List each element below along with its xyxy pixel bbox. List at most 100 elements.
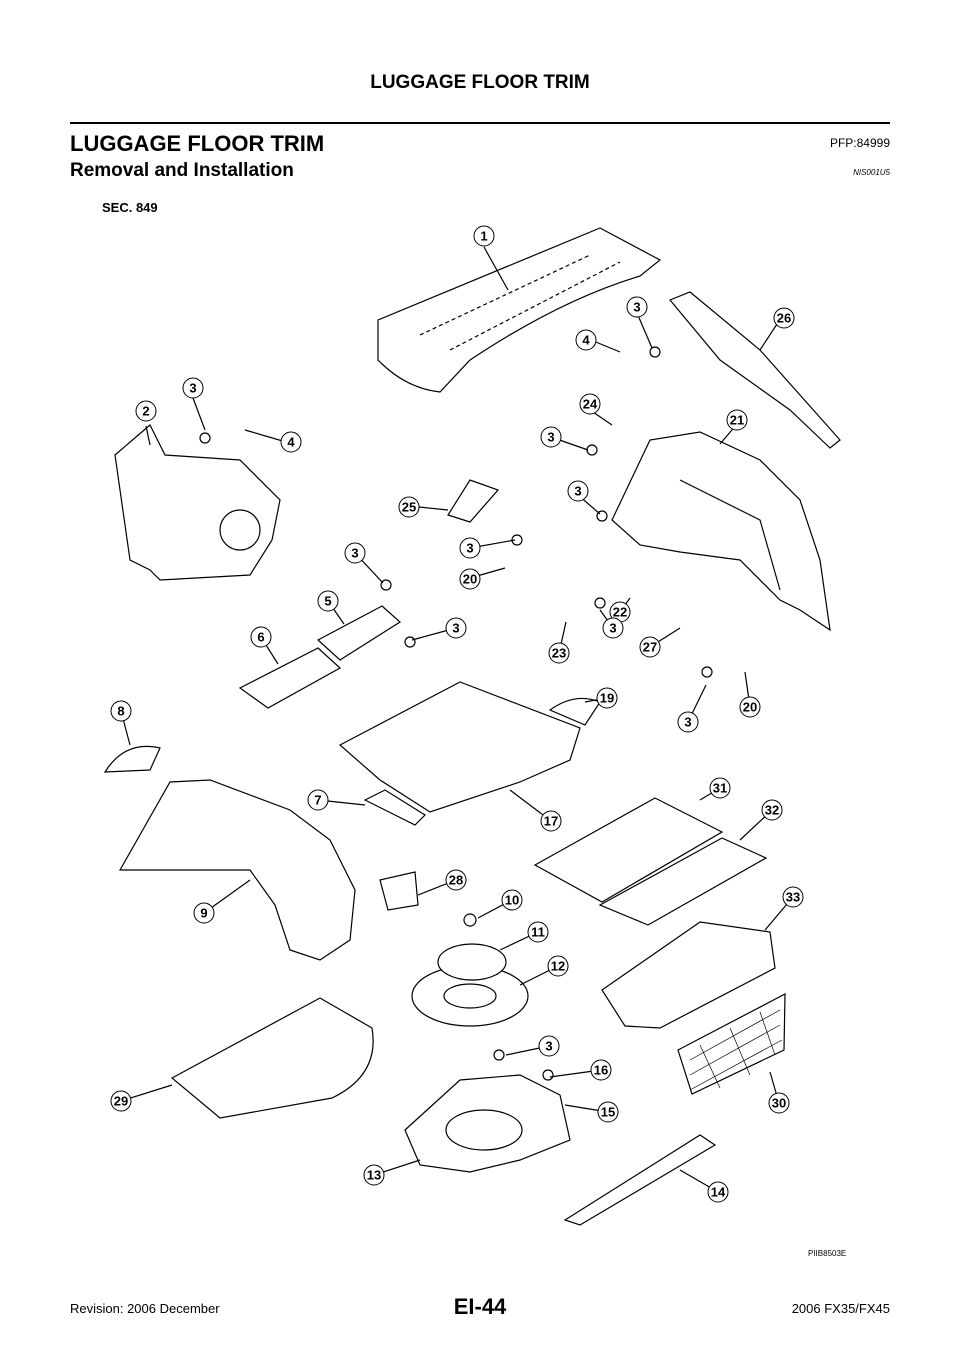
callout-3: 3: [602, 617, 624, 639]
svg-text:25: 25: [402, 500, 416, 515]
callout-9: 9: [193, 902, 215, 924]
svg-text:16: 16: [594, 1063, 608, 1078]
header-rule: [70, 122, 890, 124]
svg-text:5: 5: [324, 594, 331, 609]
callout-19: 19: [596, 687, 618, 709]
callout-11: 11: [527, 921, 549, 943]
footer-model: 2006 FX35/FX45: [791, 1301, 890, 1316]
svg-text:15: 15: [601, 1105, 615, 1120]
svg-text:8: 8: [117, 704, 124, 719]
callout-8: 8: [110, 700, 132, 722]
part-8-shape: [103, 745, 161, 773]
svg-text:28: 28: [449, 873, 463, 888]
svg-text:3: 3: [351, 546, 358, 561]
callout-16: 16: [590, 1059, 612, 1081]
svg-text:2: 2: [142, 404, 149, 419]
svg-text:3: 3: [609, 621, 616, 636]
callout-3: 3: [677, 711, 699, 733]
svg-text:3: 3: [547, 430, 554, 445]
callout-13: 13: [363, 1164, 385, 1186]
svg-text:3: 3: [545, 1039, 552, 1054]
svg-text:20: 20: [463, 572, 477, 587]
callout-7: 7: [307, 789, 329, 811]
svg-text:22: 22: [613, 605, 627, 620]
svg-text:3: 3: [684, 715, 691, 730]
callout-29: 29: [110, 1090, 132, 1112]
callout-26: 26: [773, 307, 795, 329]
callout-3: 3: [540, 426, 562, 448]
svg-text:23: 23: [552, 646, 566, 661]
section-title: LUGGAGE FLOOR TRIM: [70, 131, 325, 156]
callout-3: 3: [344, 542, 366, 564]
part-30-shape: [677, 992, 786, 1095]
part-21-shape: [611, 431, 831, 632]
part-6-shape: [238, 647, 342, 709]
svg-text:9: 9: [200, 906, 207, 921]
svg-text:26: 26: [777, 311, 791, 326]
part-code: PFP:84999: [829, 136, 890, 150]
callout-30: 30: [768, 1092, 790, 1114]
part-25-shape: [447, 479, 500, 523]
svg-text:6: 6: [257, 630, 264, 645]
svg-text:4: 4: [582, 333, 590, 348]
svg-text:19: 19: [600, 691, 614, 706]
page-number: EI-44: [453, 1294, 507, 1319]
svg-text:30: 30: [772, 1096, 786, 1111]
svg-text:3: 3: [189, 381, 196, 396]
part-33-shape: [601, 921, 776, 1029]
part-26-shape: [669, 291, 841, 449]
callout-17: 17: [540, 810, 562, 832]
svg-text:3: 3: [466, 541, 473, 556]
svg-text:31: 31: [713, 781, 727, 796]
svg-text:14: 14: [711, 1185, 726, 1200]
callout-5: 5: [317, 590, 339, 612]
section-subtitle: Removal and Installation: [70, 160, 294, 181]
callout-6: 6: [250, 626, 272, 648]
callout-28: 28: [445, 869, 467, 891]
callout-25: 25: [398, 496, 420, 518]
callout-3: 3: [538, 1035, 560, 1057]
callout-4: 4: [575, 329, 597, 351]
footer-revision: Revision: 2006 December: [70, 1301, 220, 1316]
callout-3: 3: [445, 617, 467, 639]
svg-text:7: 7: [314, 793, 321, 808]
part-5-shape: [316, 605, 401, 661]
callout-2: 2: [135, 400, 157, 422]
part-9-shape: [118, 779, 356, 961]
part-17-shape: [338, 681, 581, 813]
svg-text:3: 3: [633, 300, 640, 315]
figure-id: PIIB8503E: [808, 1249, 847, 1258]
part-15-shape: [404, 1074, 571, 1173]
callout-20: 20: [459, 568, 481, 590]
callout-12: 12: [547, 955, 569, 977]
callout-4: 4: [280, 431, 302, 453]
svg-text:20: 20: [743, 700, 757, 715]
callout-1: 1: [473, 225, 495, 247]
callout-22: 22: [609, 601, 631, 623]
callout-20: 20: [739, 696, 761, 718]
callout-3: 3: [626, 296, 648, 318]
svg-text:10: 10: [505, 893, 519, 908]
part-28-shape: [379, 871, 419, 911]
svg-text:3: 3: [452, 621, 459, 636]
svg-text:17: 17: [544, 814, 558, 829]
callout-24: 24: [579, 393, 601, 415]
callout-31: 31: [709, 777, 731, 799]
svg-text:4: 4: [287, 435, 295, 450]
part-2-shape: [114, 424, 281, 581]
callout-3: 3: [459, 537, 481, 559]
callout-14: 14: [707, 1181, 729, 1203]
svg-text:12: 12: [551, 959, 565, 974]
svg-text:33: 33: [786, 890, 800, 905]
callout-3: 3: [567, 480, 589, 502]
callout-3: 3: [182, 377, 204, 399]
svg-text:13: 13: [367, 1168, 381, 1183]
svg-text:32: 32: [765, 803, 779, 818]
svg-text:24: 24: [583, 397, 598, 412]
part-7-shape: [363, 789, 426, 826]
callout-33: 33: [782, 886, 804, 908]
callout-23: 23: [548, 642, 570, 664]
callout-10: 10: [501, 889, 523, 911]
callout-27: 27: [639, 636, 661, 658]
